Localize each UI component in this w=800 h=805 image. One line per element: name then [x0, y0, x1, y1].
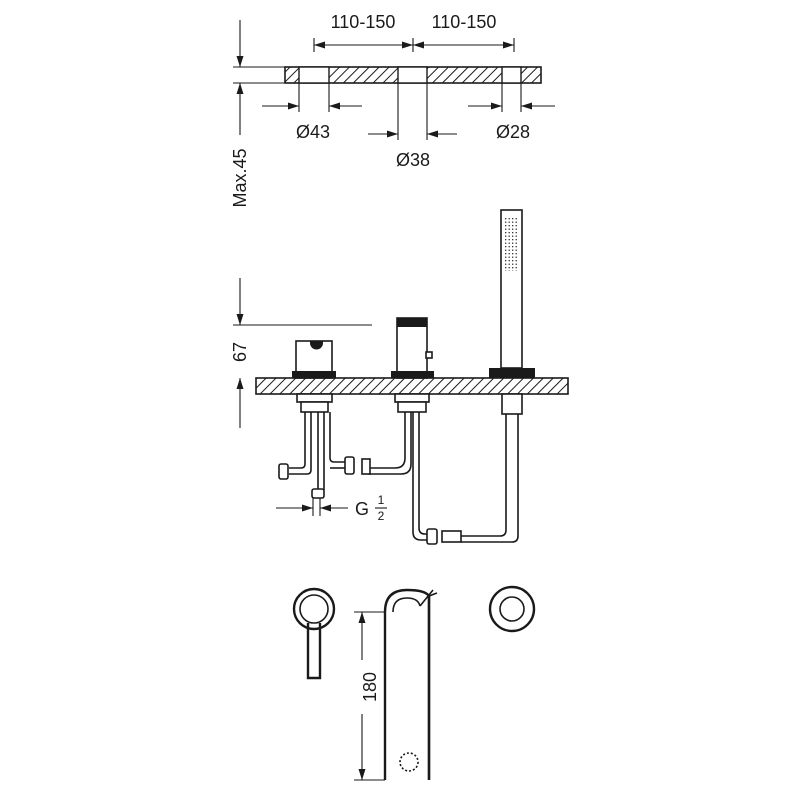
side-elevation: 67 G [230, 209, 569, 545]
connection-dimension: G 1 2 [276, 493, 387, 523]
spout-length-label: 180 [360, 672, 380, 702]
spout-body [361, 317, 462, 545]
hole-diameter-dimensions: Ø43 Ø38 Ø28 [262, 83, 555, 170]
connection-label: G [355, 499, 369, 519]
hole-left-label: Ø43 [296, 122, 330, 142]
spacing-right-label: 110-150 [432, 12, 497, 32]
connection-fraction-denominator: 2 [378, 509, 385, 523]
hole-right-label: Ø28 [496, 122, 530, 142]
max-thickness-dimension: Max.45 [230, 20, 290, 208]
hand-shower [461, 209, 535, 543]
deck-hole-layout: 110-150 110-150 [230, 12, 555, 208]
connection-fraction-numerator: 1 [378, 493, 385, 507]
height-label: 67 [230, 342, 250, 362]
deck-section-side [255, 377, 569, 395]
spout-length-dimension: 180 [354, 611, 385, 781]
spacing-dimension: 110-150 110-150 [313, 12, 515, 52]
hole-center-label: Ø38 [396, 150, 430, 170]
height-dimension: 67 [230, 278, 372, 428]
plan-view-fittings: 180 [292, 585, 536, 781]
spout-top [383, 588, 438, 780]
spacing-left-label: 110-150 [331, 12, 396, 32]
deck-section-top [284, 66, 542, 84]
lever-handle-top [292, 587, 336, 680]
max-thickness-label: Max.45 [230, 148, 250, 207]
mixer-handle [278, 340, 355, 499]
shower-holder-top [488, 585, 536, 633]
